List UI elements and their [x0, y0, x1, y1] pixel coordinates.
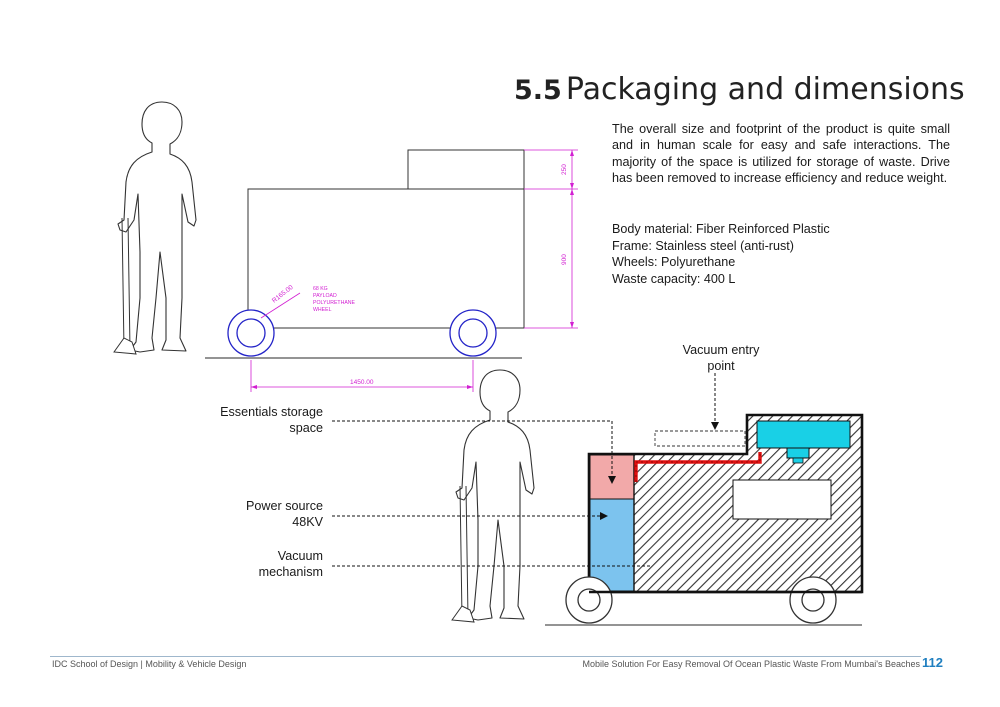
footer-left-text: IDC School of Design | Mobility & Vehicl… [52, 659, 247, 669]
spec-wheels: Wheels: Polyurethane [612, 255, 736, 270]
section-number: 5.5 [514, 75, 562, 106]
cart-dimension-drawing: 250 900 1450.00 R165.00 68 KG PAYLOAD PO… [205, 149, 578, 392]
footer-divider [50, 656, 921, 657]
vacuum-entry-label-1: Vacuum entry [683, 343, 760, 357]
person-silhouette-bottom [451, 369, 535, 623]
height-body-dimension: 900 [561, 254, 568, 265]
wheel-radius-dimension: R165.00 [271, 284, 295, 305]
description-paragraph: The overall size and footprint of the pr… [612, 122, 950, 186]
spec-list: Body material: Fiber Reinforced Plastic … [612, 221, 830, 287]
person-silhouette-top [113, 101, 197, 355]
section-rear-wheel [789, 576, 837, 624]
power-source-label-2: 48KV [292, 515, 323, 529]
wheel-note-line-1: 68 KG [313, 286, 328, 292]
wheel-note-line-2: PAYLOAD [313, 293, 337, 299]
spec-frame: Frame: Stainless steel (anti-rust) [612, 238, 794, 253]
spec-body-material: Body material: Fiber Reinforced Plastic [612, 222, 830, 236]
page-number: 112 [922, 655, 943, 670]
section-title: Packaging and dimensions [565, 72, 965, 107]
wheel-note-line-3: POLYURETHANE [313, 300, 356, 306]
storage-slot [732, 479, 832, 520]
vacuum-mechanism-label-2: mechanism [259, 565, 323, 579]
height-top-dimension: 250 [561, 164, 568, 175]
footer-right-text: Mobile Solution For Easy Removal Of Ocea… [582, 659, 920, 669]
vacuum-mechanism-label-1: Vacuum [278, 549, 323, 563]
power-source-label-1: Power source [246, 499, 323, 513]
rear-wheel [449, 309, 497, 357]
wheel-note-line-4: WHEEL [313, 307, 332, 313]
spec-waste-capacity: Waste capacity: 400 L [612, 271, 736, 286]
essentials-storage-label-2: space [289, 421, 323, 435]
vacuum-entry-label-2: point [707, 359, 735, 373]
length-dimension: 1450.00 [350, 379, 374, 386]
power-source-block [589, 498, 635, 592]
section-front-wheel [565, 576, 613, 624]
vacuum-entry-point-box [654, 430, 746, 447]
essentials-storage-label-1: Essentials storage [220, 405, 323, 419]
vacuum-tank-block [756, 420, 851, 449]
front-wheel [227, 309, 275, 357]
cart-section-drawing [332, 373, 864, 626]
